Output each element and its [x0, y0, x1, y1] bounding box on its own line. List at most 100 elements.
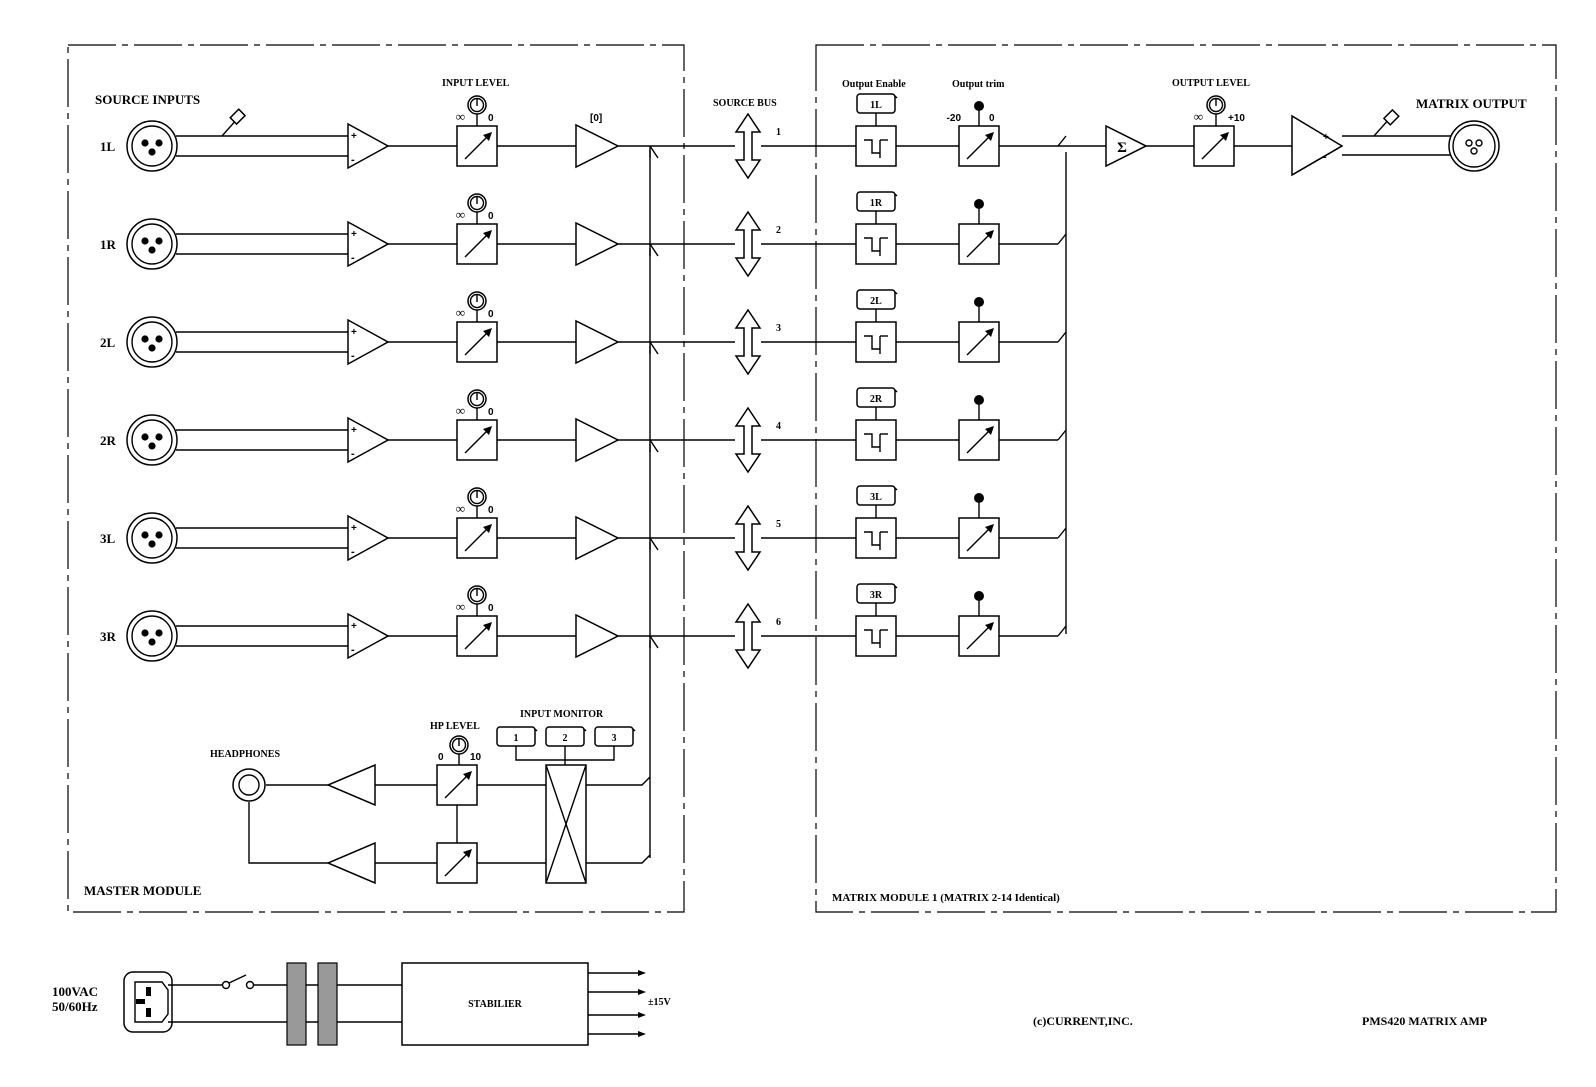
monitor-bus-tap-upper [586, 776, 651, 786]
knob-max-label: 0 [488, 211, 494, 222]
trim-preset-dot[interactable] [974, 395, 984, 405]
output-enable-button-2l[interactable]: 2L [856, 289, 898, 310]
input-level-fader [456, 321, 498, 363]
xlr-input-connector[interactable] [126, 512, 178, 564]
bus-number: 3 [776, 323, 781, 334]
output-enable-button-2r[interactable]: 2R [856, 387, 898, 408]
monitor-bus-tap-lower [586, 854, 651, 864]
hp-level-knob[interactable] [449, 735, 469, 765]
hp-max-label: 10 [470, 752, 482, 763]
out-max-label: +10 [1228, 113, 1245, 124]
monitor-button-1[interactable]: 1 [496, 726, 538, 747]
output-enable-button-1l[interactable]: 1L [856, 93, 898, 114]
xlr-input-connector[interactable] [126, 316, 178, 368]
gain-tag: [0] [590, 113, 602, 124]
output-enable-switch [855, 517, 897, 559]
sum-tap [1057, 625, 1067, 637]
output-level-knob[interactable] [1206, 95, 1226, 126]
sum-tap [1057, 135, 1067, 147]
monitor-button-3[interactable]: 3 [594, 726, 636, 747]
source-bus-arrow [734, 308, 762, 376]
buffer-amp [575, 221, 620, 267]
minus-sign: - [351, 644, 355, 656]
knob-max-label: 0 [488, 407, 494, 418]
power-rail-arrows [588, 970, 646, 1037]
enable-button-label: 1R [870, 198, 883, 209]
input-label: 1L [100, 139, 116, 154]
input-level-knob[interactable] [467, 585, 487, 616]
headphone-jack[interactable] [232, 768, 266, 802]
minus-sign: - [351, 252, 355, 264]
enable-button-label: 2L [870, 296, 882, 307]
input-level-knob[interactable] [467, 389, 487, 420]
output-enable-switch [855, 321, 897, 363]
knob-max-label: 0 [488, 113, 494, 124]
mains-line1: 100VAC [52, 984, 98, 999]
input-diff-amp [347, 122, 390, 170]
trim-preset-dot[interactable] [974, 493, 984, 503]
trim-preset-dot[interactable] [974, 591, 984, 601]
trim-preset-dot[interactable] [974, 297, 984, 307]
iec-inlet-connector[interactable] [123, 971, 173, 1033]
input-monitor-label: INPUT MONITOR [520, 709, 604, 720]
knob-min-label: ∞ [456, 109, 465, 124]
output-enable-label: Output Enable [842, 79, 906, 90]
input-level-knob[interactable] [467, 487, 487, 518]
output-enable-button-3r[interactable]: 3R [856, 583, 898, 604]
knob-max-label: 0 [488, 603, 494, 614]
input-level-knob[interactable] [467, 291, 487, 322]
xlr-input-connector[interactable] [126, 610, 178, 662]
trim-max-label: 0 [989, 113, 995, 124]
monitor-tap [649, 439, 659, 453]
hp-level-fader-upper [436, 764, 478, 806]
output-enable-switch [855, 223, 897, 265]
monitor-button-2[interactable]: 2 [545, 726, 587, 747]
output-trim-fader [958, 517, 1000, 559]
plus-sign: + [351, 523, 357, 534]
input-diff-amp [347, 514, 390, 562]
trim-preset-dot[interactable] [974, 199, 984, 209]
matrix-module-label: MATRIX MODULE 1 (MATRIX 2-14 Identical) [832, 892, 1060, 904]
minus-sign: - [351, 154, 355, 166]
input-diff-amp [347, 318, 390, 366]
knob-max-label: 0 [488, 505, 494, 516]
mains-line2: 50/60Hz [52, 999, 98, 1014]
output-trim-fader [958, 615, 1000, 657]
cable-tag-icon [221, 108, 247, 137]
power-switch[interactable] [221, 974, 255, 990]
matrix-output-xlr-connector[interactable] [1448, 120, 1500, 172]
input-level-fader [456, 615, 498, 657]
plus-sign: + [351, 621, 357, 632]
monitor-tap [649, 145, 659, 159]
input-level-knob[interactable] [467, 193, 487, 224]
master-module-frame [67, 44, 685, 913]
input-level-fader [456, 419, 498, 461]
input-level-knob[interactable] [467, 95, 487, 126]
xlr-input-connector[interactable] [126, 120, 178, 172]
stabilizer-label: STABILIER [468, 999, 523, 1010]
knob-max-label: 0 [488, 309, 494, 320]
monitor-tap [649, 341, 659, 355]
xlr-input-connector[interactable] [126, 414, 178, 466]
sum-symbol: Σ [1117, 140, 1127, 156]
xlr-input-connector[interactable] [126, 218, 178, 270]
output-trim-fader [958, 223, 1000, 265]
enable-button-label: 2R [870, 394, 883, 405]
model-name-text: PMS420 MATRIX AMP [1362, 1014, 1487, 1028]
trim-preset-dot[interactable] [974, 101, 984, 111]
cable-tag-icon [1373, 108, 1400, 137]
input-diff-amp [347, 612, 390, 660]
summing-amp [1105, 124, 1148, 168]
output-enable-switch [855, 125, 897, 167]
output-enable-button-3l[interactable]: 3L [856, 485, 898, 506]
enable-button-label: 1L [870, 100, 882, 111]
monitor-button-label: 1 [514, 733, 519, 744]
rail-voltage-label: ±15V [648, 997, 671, 1008]
output-driver [1291, 114, 1452, 177]
bus-number: 4 [776, 421, 781, 432]
output-enable-button-1r[interactable]: 1R [856, 191, 898, 212]
output-trim-fader [958, 125, 1000, 167]
